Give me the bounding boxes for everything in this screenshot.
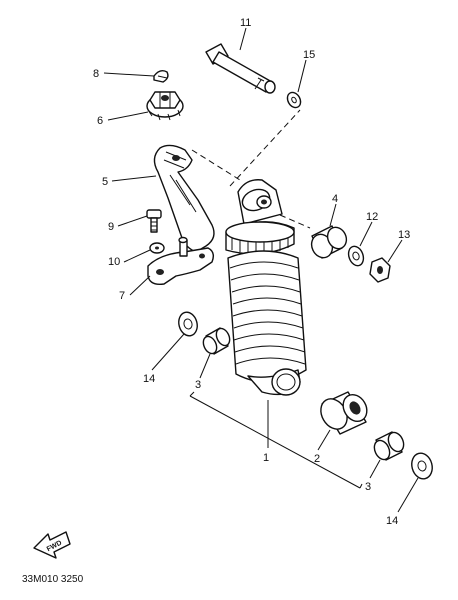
part-9-bolt <box>146 209 162 233</box>
group-bracket <box>189 391 363 489</box>
part-14-dust-seal-lower <box>411 452 433 480</box>
part-3-bushing-upper <box>202 327 231 355</box>
callout-7: 7 <box>119 290 125 302</box>
front-arrow: FWD <box>33 531 71 559</box>
part-3-bushing-lower <box>373 431 405 461</box>
catalog-code: 33M010 3250 <box>22 574 84 585</box>
callout-3-upper: 3 <box>195 379 201 391</box>
assembly-line-collar <box>279 214 311 229</box>
part-2-bushing <box>320 391 368 435</box>
part-4-collar <box>310 225 348 259</box>
part-1-shock-absorber <box>225 179 307 396</box>
callout-14-lower: 14 <box>386 515 398 527</box>
callout-13: 13 <box>398 229 410 241</box>
callout-11: 11 <box>240 17 251 29</box>
callout-15: 15 <box>303 49 315 61</box>
part-11-bolt <box>205 43 276 94</box>
part-13-nut <box>369 257 391 283</box>
part-7-bracket <box>147 236 215 286</box>
callout-10: 10 <box>108 256 120 268</box>
leader-lines <box>103 27 419 513</box>
callout-6: 6 <box>97 115 103 127</box>
part-14-dust-seal-upper <box>178 311 198 337</box>
callouts: 11 15 8 6 5 9 10 7 4 12 13 14 3 1 2 3 14 <box>93 17 410 527</box>
callout-2: 2 <box>314 453 320 465</box>
callout-1: 1 <box>263 452 269 464</box>
assembly-line-bolt <box>229 109 301 187</box>
part-10-washer <box>149 242 165 254</box>
callout-9: 9 <box>108 221 114 233</box>
part-6-castle-nut <box>146 91 184 121</box>
callout-3-lower: 3 <box>365 481 371 493</box>
callout-5: 5 <box>102 176 108 188</box>
part-12-washer <box>347 245 365 267</box>
assembly-line-arm <box>191 149 241 181</box>
part-8-cotter-pin <box>153 69 169 83</box>
part-15-washer <box>286 91 302 109</box>
callout-14-upper: 14 <box>143 373 155 385</box>
callout-12: 12 <box>366 211 378 223</box>
callout-8: 8 <box>93 68 99 80</box>
callout-4: 4 <box>332 193 338 205</box>
part-5-arm <box>153 144 215 253</box>
